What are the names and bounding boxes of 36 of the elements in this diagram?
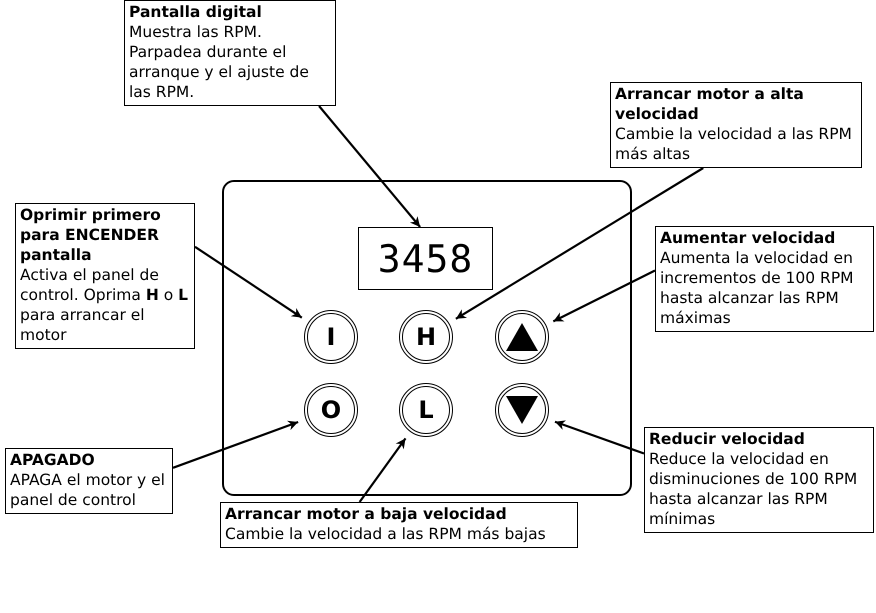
arrow <box>552 270 656 322</box>
arrow <box>358 438 406 503</box>
callout-text: Muestra las RPM. Parpadea durante el arranque y el ajuste de las RPM. <box>129 22 310 102</box>
arrow <box>455 167 704 320</box>
round-button: I <box>304 310 358 364</box>
round-button: O <box>304 383 358 437</box>
callout-box <box>5 448 173 514</box>
callout-box <box>655 226 874 332</box>
callout-box <box>610 82 862 168</box>
arrow <box>172 420 298 469</box>
callout-heading: Aumentar velocidad <box>660 228 836 248</box>
callout-box <box>220 502 578 548</box>
callout-box <box>124 0 336 106</box>
arrow <box>554 420 644 455</box>
arrow <box>318 105 421 228</box>
callout-heading: Pantalla digital <box>129 2 263 22</box>
callout-box <box>15 203 195 349</box>
callout-text: Activa el panel de control. Oprima H o L para arrancar el motor <box>20 265 190 345</box>
round-button: H <box>399 310 453 364</box>
callout-heading: APAGADO <box>10 450 96 470</box>
round-button <box>495 383 549 437</box>
control-panel <box>222 180 632 496</box>
callout-heading: Arrancar motor a baja velocidad <box>225 504 508 524</box>
round-button <box>495 310 549 364</box>
digital-display: 3458 <box>358 227 493 290</box>
round-button: L <box>399 383 453 437</box>
arrow <box>194 246 302 319</box>
callout-text: Reduce la velocidad en disminuciones de 100 RPM hasta alcanzar las RPM mínimas <box>649 449 858 529</box>
callout-heading: Reducir velocidad <box>649 429 806 449</box>
callout-box <box>644 427 874 533</box>
callout-text: APAGA el motor y el panel de control <box>10 470 166 510</box>
callout-heading: Oprimir primero para ENCENDER pantalla <box>20 205 162 265</box>
callout-text: Cambie la velocidad a las RPM más bajas <box>225 524 547 544</box>
callout-text: Cambie la velocidad a las RPM más altas <box>615 124 853 164</box>
callout-heading: Arrancar motor a alta velocidad <box>615 84 805 124</box>
callout-text: Aumenta la velocidad en incrementos de 100 RPM hasta alcanzar las RPM máximas <box>660 248 855 328</box>
